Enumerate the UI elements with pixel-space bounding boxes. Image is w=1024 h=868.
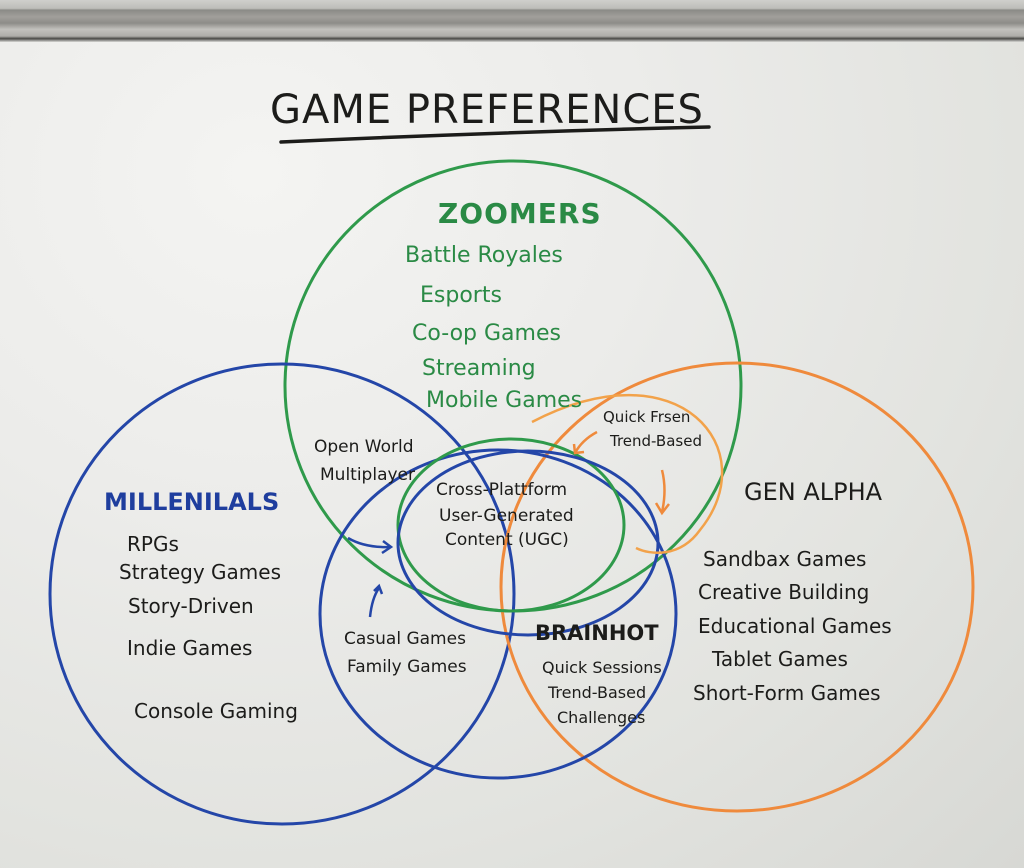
orange-loop-curve bbox=[531, 393, 724, 554]
diagram-title: GAME PREFERENCES bbox=[270, 87, 704, 133]
zoomers-label: ZOOMERS bbox=[438, 197, 602, 230]
gen-alpha-item: Tablet Games bbox=[711, 647, 848, 671]
millennials-item: Strategy Games bbox=[119, 560, 281, 584]
zoomers-item: Battle Royales bbox=[405, 243, 563, 268]
arrow-quick-icon bbox=[573, 430, 598, 454]
brainhot-label: BRAINHOT bbox=[535, 621, 659, 645]
brainhot-item: Quick Sessions bbox=[542, 658, 662, 677]
gen-alpha-item: Sandbax Games bbox=[703, 547, 866, 571]
millennials-inner-item: Casual Games bbox=[344, 629, 466, 649]
millennials-item: Console Gaming bbox=[134, 699, 298, 723]
zoomers-item: Esports bbox=[420, 283, 502, 308]
overlap-zoomers-gen-alpha-item: Quick Frsen bbox=[603, 408, 690, 426]
brainhot-item: Trend-Based bbox=[547, 683, 646, 702]
overlap-zoomers-millennials-item: Multiplayer bbox=[320, 465, 415, 485]
inner-blue-oval bbox=[396, 449, 660, 637]
inner-blue-circle bbox=[318, 448, 678, 780]
center-overlap-item: Cross-Plattform bbox=[436, 480, 567, 500]
overlap-zoomers-millennials-item: Open World bbox=[314, 437, 414, 457]
gen-alpha-item: Educational Games bbox=[698, 614, 892, 638]
inner-green-oval bbox=[396, 437, 626, 613]
arrow-down-icon bbox=[660, 469, 666, 513]
millennials-label: MILLENILALS bbox=[104, 488, 279, 516]
arrow-to-center-icon bbox=[347, 536, 391, 549]
millennials-inner-item: Family Games bbox=[347, 657, 467, 677]
arrow-up-icon bbox=[368, 587, 381, 618]
zoomers-item: Mobile Games bbox=[426, 388, 582, 413]
title-underline bbox=[279, 125, 711, 144]
millennials-circle bbox=[48, 362, 516, 826]
gen-alpha-label: GEN ALPHA bbox=[744, 478, 883, 506]
zoomers-item: Co-op Games bbox=[412, 321, 561, 346]
center-overlap-item: User-Generated bbox=[439, 506, 574, 526]
gen-alpha-circle bbox=[499, 361, 975, 813]
millennials-item: Story-Driven bbox=[128, 594, 254, 618]
millennials-item: Indie Games bbox=[127, 636, 252, 660]
center-overlap-item: Content (UGC) bbox=[445, 530, 569, 550]
overlap-zoomers-gen-alpha-item: Trend-Based bbox=[609, 432, 702, 450]
brainhot-item: Challenges bbox=[557, 708, 645, 727]
whiteboard-frame bbox=[0, 0, 1024, 42]
gen-alpha-item: Creative Building bbox=[698, 580, 869, 604]
zoomers-item: Streaming bbox=[422, 356, 536, 381]
gen-alpha-item: Short-Form Games bbox=[693, 681, 881, 705]
millennials-item: RPGs bbox=[127, 532, 179, 556]
